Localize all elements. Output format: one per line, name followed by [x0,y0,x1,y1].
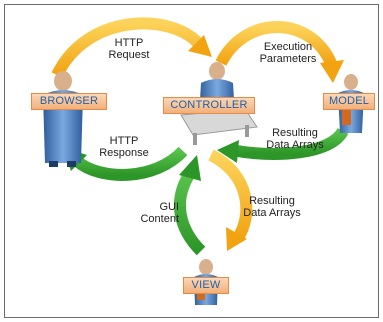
gui-content-label: GUI Content [133,201,179,225]
gui-content-label-line-1: GUI [159,201,179,213]
view-node-label: VIEW [183,277,229,294]
mvc-diagram-canvas [43,17,364,305]
resulting-data-arrays-view-label-line-2: Data Arrays [243,207,301,219]
http-request-label: HTTP Request [103,37,155,61]
execution-parameters-label: Execution Parameters [255,41,321,65]
diagram-frame: BROWSER CONTROLLER MODEL VIEW HTTP Reque… [4,4,379,318]
execution-parameters-label-line-2: Parameters [259,53,317,65]
gui-content-label-line-2: Content [140,213,179,225]
http-request-arrow [51,17,212,78]
http-request-label-line-1: HTTP [114,37,144,49]
resulting-data-arrays-view-label: Resulting Data Arrays [237,195,307,219]
controller-node-label: CONTROLLER [163,97,255,114]
http-request-label-line-2: Request [108,49,150,61]
http-response-label: HTTP Response [93,135,155,159]
resulting-data-arrays-model-label-line-1: Resulting [272,127,318,139]
execution-parameters-label-line-1: Execution [263,41,313,53]
resulting-data-arrays-view-label-line-1: Resulting [249,195,295,207]
resulting-data-arrays-view-arrow [208,149,253,251]
resulting-data-arrays-model-label-line-2: Data Arrays [266,139,324,151]
resulting-data-arrays-model-label: Resulting Data Arrays [261,127,329,151]
resulting-data-arrays-model-arrow [217,127,349,163]
execution-parameters-arrow [215,21,344,83]
http-response-label-line-1: HTTP [109,135,139,147]
model-node-label: MODEL [323,93,375,110]
gui-content-arrow [173,155,206,256]
http-response-label-line-2: Response [99,147,149,159]
browser-person-icon [43,71,83,167]
browser-node-label: BROWSER [31,93,107,110]
